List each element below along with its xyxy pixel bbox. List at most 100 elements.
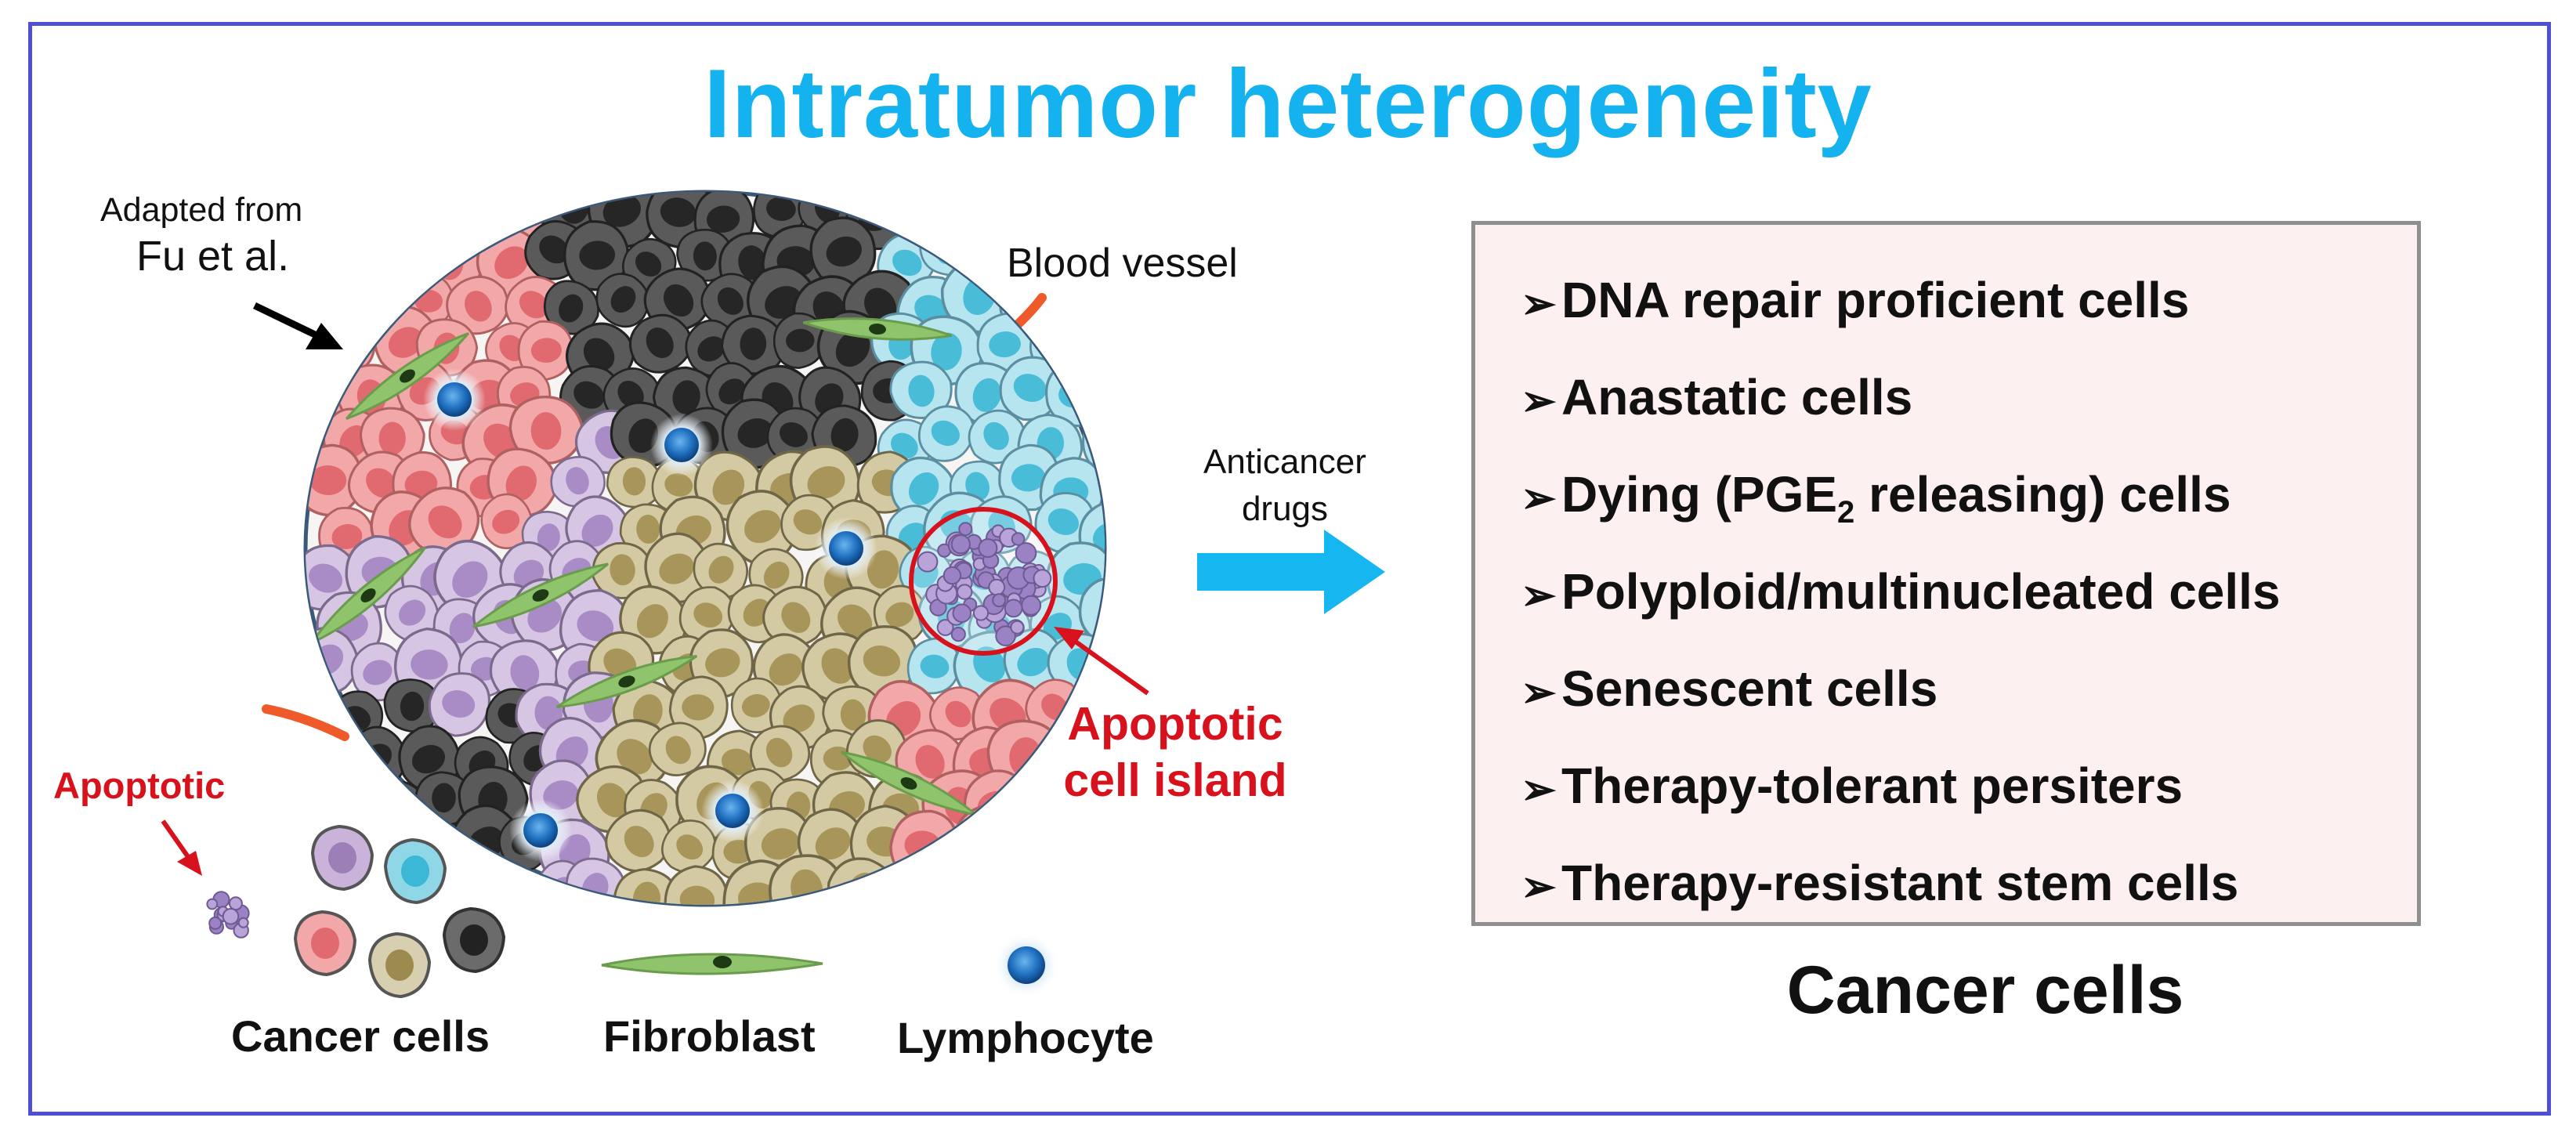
- tumor-cell: [809, 216, 877, 288]
- list-item: ➢Polyploid/multinucleated cells: [1521, 546, 2417, 643]
- tumor-cell: [874, 866, 941, 905]
- tumor-cell: [1047, 804, 1105, 880]
- chevron-right-icon: ➢: [1521, 668, 1557, 716]
- list-item: ➢Therapy-tolerant persiters: [1521, 740, 2417, 837]
- list-item-text: Senescent cells: [1561, 660, 1938, 717]
- lymphocyte-cell: [423, 368, 486, 431]
- chevron-right-icon: ➢: [1521, 474, 1557, 522]
- tumor-cell: [306, 192, 356, 241]
- legend-cancer-cells-label: Cancer cells: [231, 1011, 490, 1061]
- list-item-text: DNA repair proficient cells: [1561, 271, 2190, 328]
- tumor-cell: [348, 192, 406, 239]
- cell-type-panel: ➢DNA repair proficient cells ➢Anastatic …: [1471, 221, 2421, 926]
- tumor-cell: [730, 677, 783, 733]
- panel-caption: Cancer cells: [1786, 953, 2184, 1028]
- list-item-text: Polyploid/multinucleated cells: [1561, 562, 2281, 620]
- tumor-cell: [595, 273, 650, 328]
- tumor-cell: [661, 819, 717, 874]
- tumor-cell: [576, 765, 648, 834]
- list-item-text: Dying (PGE2 releasing) cells: [1561, 465, 2231, 530]
- list-item: ➢Dying (PGE2 releasing) cells: [1521, 449, 2417, 546]
- tumor-cell: [942, 192, 1006, 238]
- red-arrow-icon: [1054, 627, 1149, 696]
- lymphocyte-cell: [650, 414, 713, 476]
- credit-line-2: Fu et al.: [136, 233, 290, 280]
- figure-title: Intratumor heterogeneity: [704, 50, 1872, 158]
- tumor-cell: [428, 672, 490, 737]
- tumor-cell: [749, 725, 811, 782]
- apoptotic-island-label: Apoptotic cell island: [1063, 698, 1287, 806]
- red-arrow-icon: [161, 819, 202, 876]
- tumor-cell: [1058, 192, 1105, 241]
- tumor-cell: [986, 858, 1040, 905]
- tumor-cell: [383, 678, 442, 733]
- tumor-cell: [772, 312, 826, 369]
- apoptotic-label: Apoptotic: [53, 765, 226, 806]
- tumor-cell: [605, 808, 671, 873]
- tumor-cell: [848, 625, 918, 699]
- chevron-right-icon: ➢: [1521, 863, 1557, 910]
- black-arrow-icon: [253, 302, 343, 349]
- legend-fibroblast-label: Fibroblast: [603, 1011, 816, 1061]
- apoptotic-cell-icon: [206, 891, 250, 939]
- tumor-cell: [1080, 324, 1105, 384]
- thick-right-arrow-icon: [1197, 530, 1385, 614]
- tumor-cell: [446, 275, 509, 335]
- list-item: ➢Senescent cells: [1521, 643, 2417, 740]
- fibroblast-cell: [310, 546, 426, 645]
- blood-vessel-label: Blood vessel: [1007, 241, 1238, 286]
- fibroblast-cell: [802, 317, 953, 341]
- lymphocyte-cell: [815, 517, 877, 580]
- lymphocyte-cell: [701, 779, 764, 842]
- tumor-cell: [889, 360, 953, 419]
- tumor-cell: [306, 268, 364, 324]
- list-item-text: Anastatic cells: [1561, 368, 1913, 425]
- legend-cancer-cell-icons: [293, 824, 506, 999]
- tumor-cell: [1026, 865, 1093, 905]
- tumor-cell: [693, 542, 749, 599]
- fibroblast-cell: [472, 562, 610, 628]
- fibroblast-cell: [555, 655, 698, 708]
- legend-lymphocyte-label: Lymphocyte: [897, 1013, 1154, 1062]
- tumor-cell: [906, 637, 961, 695]
- tumor-cell: [1059, 852, 1105, 905]
- tumor-cell: [384, 584, 439, 642]
- legend-lymphocyte-icon: [993, 932, 1059, 998]
- list-item-text: Therapy-resistant stem cells: [1561, 854, 2239, 911]
- tumor-cell: [678, 586, 736, 643]
- tumor-cell: [592, 542, 654, 599]
- tumor-cell: [508, 396, 584, 465]
- list-item-text: Therapy-tolerant persiters: [1561, 757, 2183, 814]
- tumor-cell: [408, 486, 480, 556]
- chevron-right-icon: ➢: [1521, 571, 1557, 619]
- list-item: ➢DNA repair proficient cells: [1521, 255, 2417, 352]
- tumor-cell: [664, 865, 729, 905]
- tumor-cell: [550, 456, 606, 508]
- tumor-cell: [644, 532, 711, 604]
- tumor-cell: [480, 493, 534, 550]
- chevron-right-icon: ➢: [1521, 765, 1557, 813]
- tumor-cell: [929, 686, 986, 740]
- chevron-right-icon: ➢: [1521, 280, 1557, 327]
- fibroblast-cell: [346, 332, 469, 420]
- tumor-cell: [997, 816, 1059, 879]
- tumor-cell: [452, 192, 514, 238]
- cell-type-list: ➢DNA repair proficient cells ➢Anastatic …: [1475, 225, 2417, 935]
- lymphocyte-cell: [509, 799, 572, 862]
- tumor-cell: [646, 192, 713, 248]
- legend-fibroblast-icon: [601, 953, 823, 975]
- list-item: ➢Anastatic cells: [1521, 352, 2417, 449]
- tumor-cell: [917, 858, 975, 905]
- tumor-cell: [648, 722, 707, 776]
- tumor-cell: [364, 215, 433, 288]
- tumor-cell: [629, 313, 693, 374]
- tumor-cell: [319, 233, 385, 295]
- list-item: ➢Therapy-resistant stem cells: [1521, 837, 2417, 935]
- tumor-cell: [306, 725, 368, 798]
- apoptotic-cell-island: [909, 507, 1058, 656]
- figure-frame: [28, 22, 2551, 1116]
- tumor-cell: [999, 356, 1063, 421]
- tumor-cell: [762, 585, 828, 648]
- tumor-cell: [400, 192, 460, 241]
